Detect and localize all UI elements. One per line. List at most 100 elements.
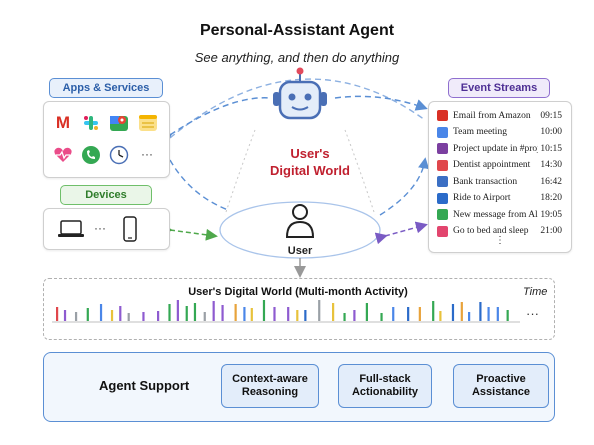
health-icon	[52, 144, 74, 166]
event-row: Dentist appointment 14:30	[437, 156, 562, 175]
apps-more: ···	[141, 147, 153, 161]
gmail-icon: M	[55, 113, 71, 132]
event-time: 10:00	[540, 127, 562, 137]
activity-bar	[56, 307, 59, 321]
event-time: 21:00	[540, 226, 562, 236]
slack-icon	[80, 112, 102, 134]
arrow-devices-user	[160, 222, 218, 241]
gmail-icon	[437, 110, 448, 121]
event-text: Ride to Airport	[453, 193, 511, 203]
event-streams-label: Event Streams	[448, 78, 550, 98]
event-text: Team meeting	[453, 127, 507, 137]
laptop-icon	[58, 220, 84, 243]
activity-bar	[439, 311, 442, 321]
activity-bar	[407, 307, 410, 321]
activity-bar	[142, 312, 145, 321]
clock-icon	[108, 144, 130, 166]
timeline-title: User's Digital World (Multi-month Activi…	[188, 286, 408, 298]
activity-bar	[296, 310, 299, 321]
timeline-bars	[56, 300, 509, 321]
activity-bar	[343, 313, 346, 321]
event-time: 16:42	[540, 176, 562, 187]
activity-bar	[506, 310, 509, 321]
activity-bar	[451, 304, 455, 321]
support-full-stack-actionability: Full-stack Actionability	[338, 364, 432, 408]
maps-icon	[108, 112, 130, 134]
event-text: Email from Amazon	[453, 110, 531, 121]
event-row: Team meeting 10:00	[437, 123, 562, 142]
arrow-user-events	[374, 221, 428, 245]
activity-bar	[496, 307, 499, 321]
event-time: 18:20	[540, 193, 562, 203]
activity-bar	[392, 307, 395, 321]
arc-apps-to-ellipse	[169, 159, 229, 211]
activity-bar	[304, 310, 307, 321]
event-time: 19:05	[540, 209, 562, 220]
activity-bar	[74, 312, 78, 321]
phone-device-icon	[123, 216, 137, 247]
event-row: New message from Alice19:05	[437, 205, 562, 224]
arc-outer	[169, 78, 426, 139]
events-more: ⋮	[495, 235, 505, 246]
activity-bar	[432, 301, 435, 321]
activity-bar	[418, 307, 421, 321]
event-time: 14:30	[540, 160, 562, 170]
event-row: Ride to Airport 18:20	[437, 189, 562, 208]
car-icon	[437, 192, 448, 204]
devices-label: Devices	[60, 185, 152, 205]
heart-icon	[437, 225, 448, 237]
arc-ellipse-to-events	[379, 157, 430, 216]
event-row: Go to bed and sleep 21:00	[437, 222, 562, 241]
activity-bar	[176, 300, 179, 321]
arc-robot-to-events	[334, 95, 428, 111]
slack-icon	[437, 143, 448, 154]
activity-bar	[127, 313, 130, 321]
user-icon	[285, 204, 315, 238]
apps-services-panel: M ···	[43, 101, 170, 178]
devices-panel: ···	[43, 208, 170, 250]
calendar-icon	[437, 126, 448, 138]
activity-bar	[212, 301, 215, 321]
arc-apps-to-robot	[159, 97, 271, 145]
activity-bar	[365, 303, 368, 321]
timeline-more: ···	[526, 306, 539, 321]
support-context-reasoning: Context-aware Reasoning	[221, 364, 319, 408]
time-axis-label: Time	[523, 286, 548, 298]
activity-bar	[332, 303, 335, 321]
event-text: Dentist appointment	[453, 160, 531, 170]
activity-bar	[110, 310, 114, 321]
activity-bar	[157, 311, 160, 321]
agent-support-label: Agent Support	[99, 378, 190, 393]
activity-bar	[273, 307, 276, 321]
activity-bar	[262, 300, 266, 321]
activity-bar	[318, 300, 321, 321]
activity-bar	[86, 308, 89, 321]
timeline-box	[43, 278, 555, 340]
activity-bar	[479, 302, 482, 321]
activity-bar	[468, 312, 471, 321]
phone-icon	[80, 144, 102, 166]
activity-bar	[193, 303, 197, 321]
devices-more: ···	[94, 221, 106, 235]
event-time: 09:15	[540, 110, 562, 121]
activity-bar	[243, 307, 246, 321]
bank-icon	[437, 176, 448, 187]
activity-bar	[487, 307, 490, 321]
activity-bar	[287, 307, 290, 321]
activity-bar	[203, 312, 206, 321]
activity-bar	[380, 313, 383, 321]
robot-icon	[273, 67, 327, 120]
activity-bar	[119, 306, 122, 321]
digital-world-title: User's Digital World	[270, 146, 350, 178]
support-proactive-assistance: Proactive Assistance	[453, 364, 549, 408]
message-icon	[437, 209, 448, 220]
activity-bar	[250, 308, 253, 321]
event-row: Email from Amazon 09:15	[437, 106, 562, 125]
activity-bar	[185, 306, 188, 321]
event-text: Go to bed and sleep	[453, 226, 529, 236]
notes-icon	[137, 112, 159, 134]
